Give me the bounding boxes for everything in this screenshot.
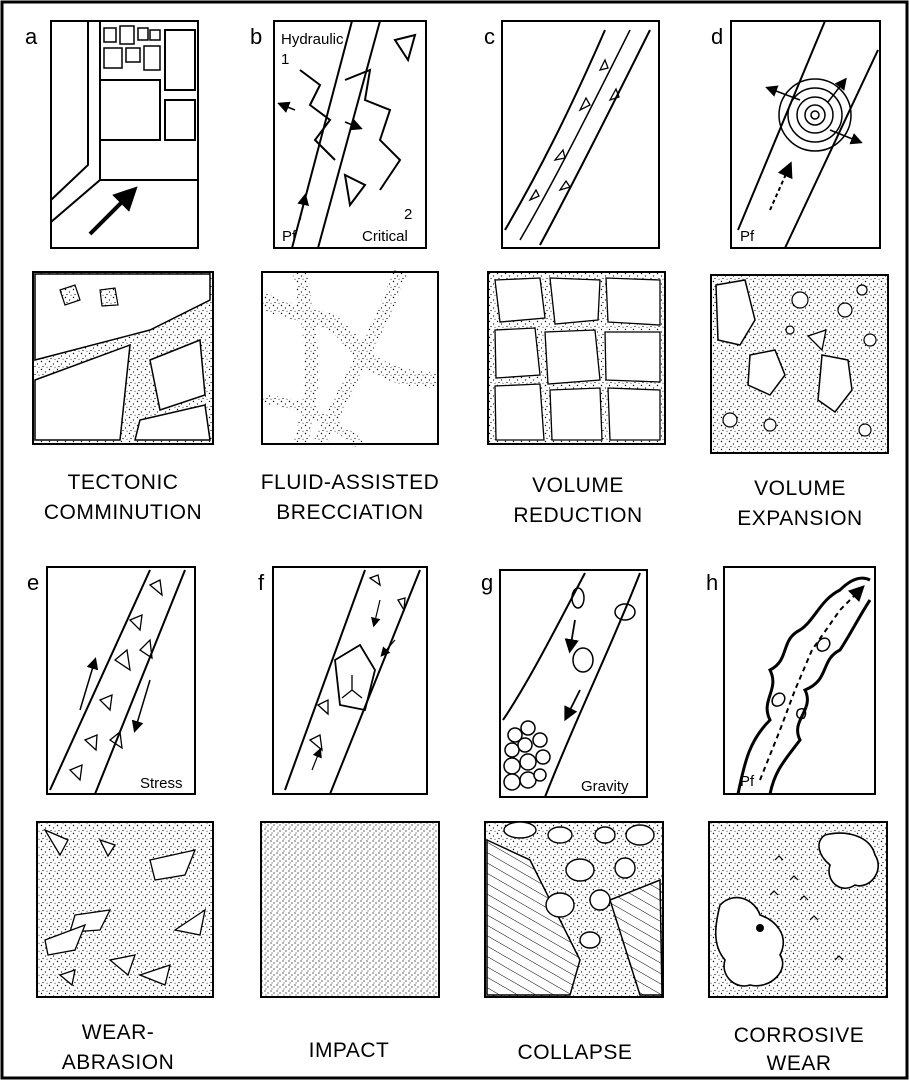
panel-h-title-line2: WEAR xyxy=(767,1052,832,1075)
panel-e-title-line1: WEAR- xyxy=(82,1021,155,1044)
panel-e-diagram: e Stress xyxy=(27,567,195,794)
panel-h-pf-label: Pf xyxy=(740,773,755,790)
panel-b-number-2: 2 xyxy=(404,206,412,223)
panel-a-title-line2: COMMINUTION xyxy=(44,501,202,524)
panel-g-letter: g xyxy=(481,570,493,595)
panel-b-critical-label: Critical xyxy=(362,228,408,245)
panel-b-diagram: b Hydraulic 1 Pf 2 Critical xyxy=(250,21,426,248)
panel-f-texture xyxy=(261,822,439,997)
panel-c-diagram: c xyxy=(484,21,659,248)
panel-c-letter: c xyxy=(484,24,495,49)
panel-b-texture xyxy=(262,272,438,444)
panel-d-texture xyxy=(711,275,888,453)
panel-c-title-line2: REDUCTION xyxy=(513,504,642,527)
panel-e-stress-label: Stress xyxy=(140,775,183,792)
panel-h-texture xyxy=(709,822,887,997)
panel-b-letter: b xyxy=(250,24,262,49)
panel-b-pf-label: Pf xyxy=(282,228,297,245)
panel-e-title-line2: ABRASION xyxy=(62,1051,175,1074)
panel-e-letter: e xyxy=(27,570,39,595)
panel-h-letter: h xyxy=(706,570,718,595)
panel-a-texture xyxy=(33,272,213,444)
panel-c-texture xyxy=(488,272,665,444)
panel-f-title-line2: IMPACT xyxy=(309,1039,390,1062)
panel-a-diagram: a xyxy=(25,21,198,248)
panel-b-hydraulic-label: Hydraulic xyxy=(281,31,344,48)
panel-d-pf-label: Pf xyxy=(740,228,755,245)
panel-g-texture xyxy=(485,822,663,997)
panel-g-gravity-label: Gravity xyxy=(581,778,629,795)
panel-a-title-line1: TECTONIC xyxy=(68,471,179,494)
panel-d-diagram: d Pf xyxy=(711,21,880,248)
panel-d-title-line1: VOLUME xyxy=(754,477,846,500)
panel-b-title-line1: FLUID-ASSISTED xyxy=(261,471,440,494)
panel-d-title-line2: EXPANSION xyxy=(737,507,862,530)
panel-b-number-1: 1 xyxy=(281,51,289,68)
panel-h-title-line1: CORROSIVE xyxy=(734,1024,865,1047)
panel-f-letter: f xyxy=(258,570,265,595)
panel-a-letter: a xyxy=(25,24,38,49)
panel-h-diagram: h Pf xyxy=(706,567,875,794)
panel-d-letter: d xyxy=(711,24,723,49)
panel-f-diagram: f xyxy=(258,567,427,794)
panel-g-diagram: g Gravity xyxy=(481,570,647,797)
panel-g-title-line2: COLLAPSE xyxy=(518,1041,633,1064)
panel-e-texture xyxy=(37,822,213,997)
panel-c-title-line1: VOLUME xyxy=(532,474,624,497)
panel-b-title-line2: BRECCIATION xyxy=(276,501,423,524)
